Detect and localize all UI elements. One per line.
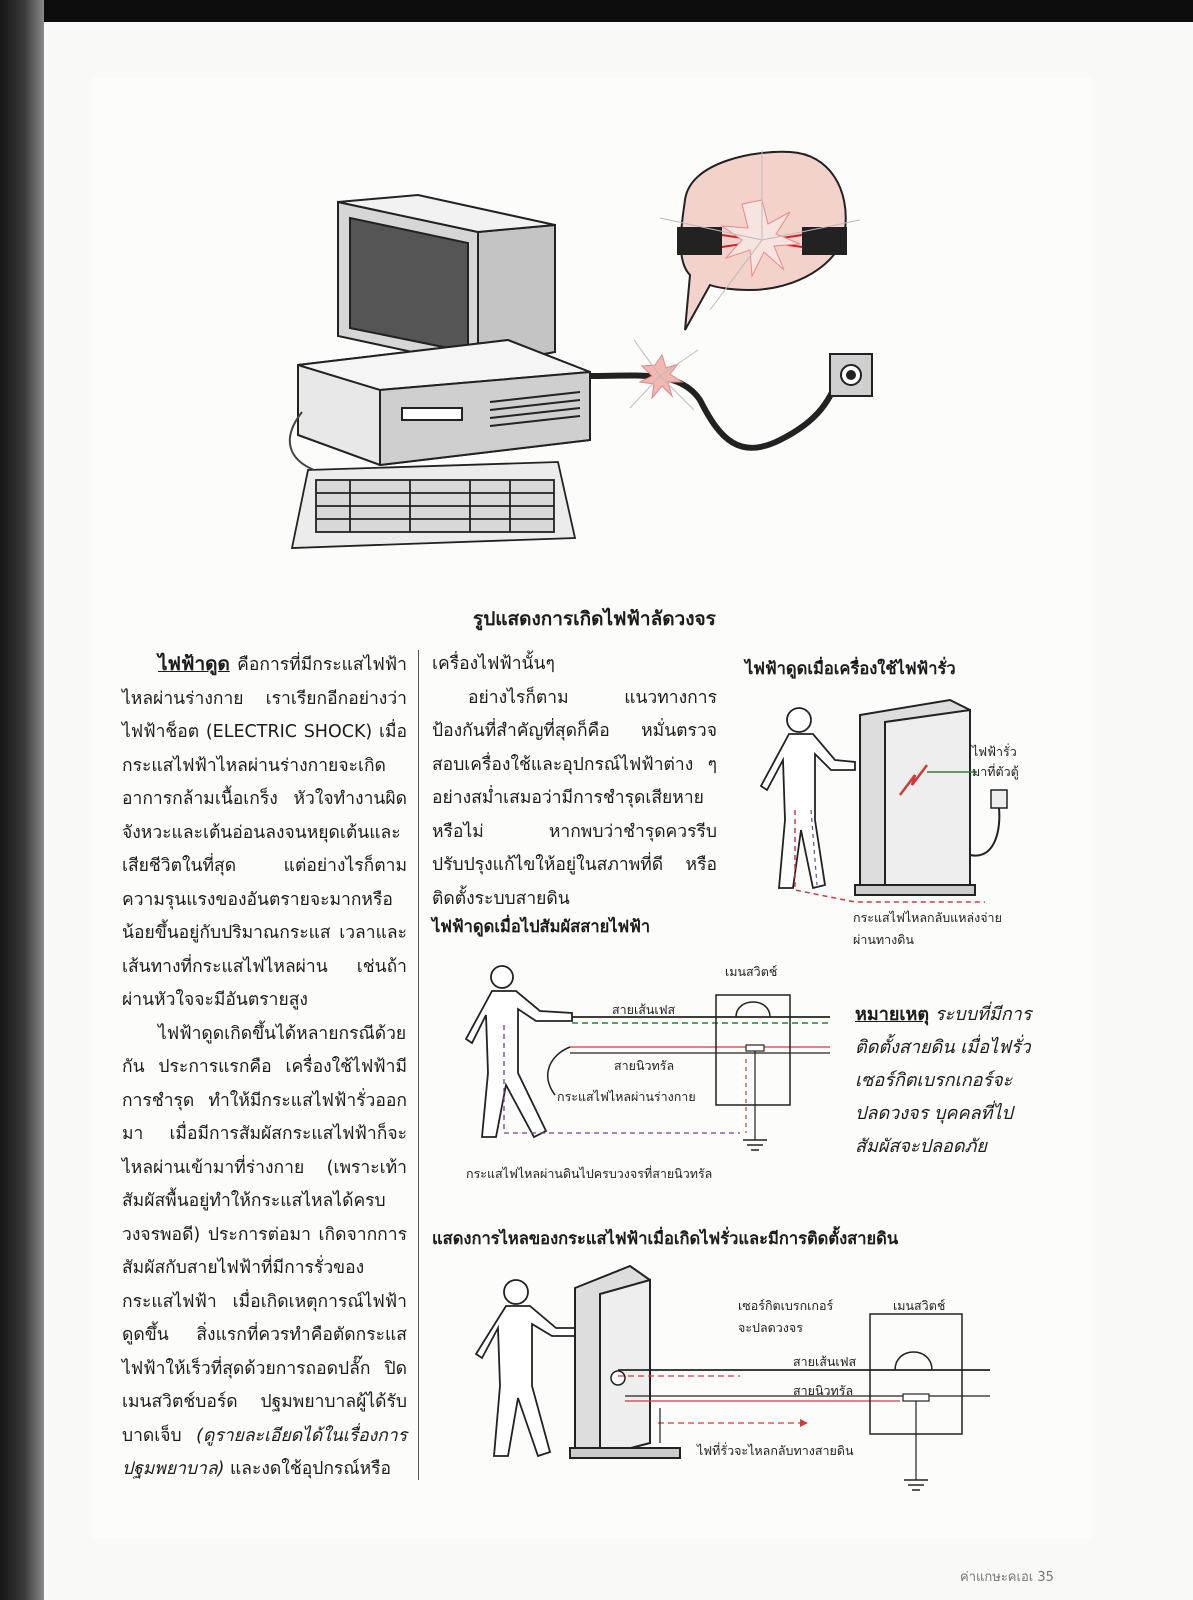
keyboard-icon <box>290 461 577 549</box>
mouse-cable <box>288 411 315 471</box>
scan-top-edge <box>0 0 1193 22</box>
body-current-label: กระแสไฟไหลผ่านร่างกาย <box>557 1089 696 1104</box>
safety-note: หมายเหตุ ระบบที่มีการติดตั้งสายดิน เมื่อ… <box>855 998 1035 1163</box>
body-column-1: ไฟฟ้าดูด คือการที่มีกระแสไฟฟ้าไหลผ่านร่า… <box>122 648 407 1487</box>
phase-wire-label: สายเส้นเฟส <box>612 1002 676 1017</box>
cabinet-icon <box>569 1264 681 1459</box>
phase-wire-label-2: สายเส้นเฟส <box>793 1354 857 1369</box>
leak-label-line2: มาที่ตัวตู้ <box>972 764 1019 779</box>
grounded-figure-title: แสดงการไหลของกระแสไฟฟ้าเมื่อเกิดไฟรั่วแล… <box>432 1229 899 1248</box>
grounded-system-diagram <box>474 1264 990 1491</box>
person-icon <box>474 1279 589 1458</box>
paragraph-definition: คือการที่มีกระแสไฟฟ้าไหลผ่านร่างกาย เราเ… <box>122 655 407 1010</box>
body-column-2: เครื่องไฟฟ้านั้นๆ อย่างไรก็ตาม แนวทางการ… <box>432 648 717 916</box>
main-switch-box <box>715 994 791 1106</box>
wall-socket-icon <box>829 353 873 397</box>
paragraph-causes-end: และงดใช้อุปกรณ์หรือ <box>229 1459 392 1479</box>
main-switch-label-2: เมนสวิตช์ <box>893 1298 946 1313</box>
short-circuit-zoom-bubble <box>659 150 861 331</box>
ground-symbol-icon <box>904 1479 928 1491</box>
return-label-line2: ผ่านทางดิน <box>853 932 914 947</box>
computer-case-icon <box>297 338 591 467</box>
note-text: ระบบที่มีการติดตั้งสายดิน เมื่อไฟรั่วเซอ… <box>855 1004 1032 1157</box>
neutral-wire-label: สายนิวทรัล <box>614 1058 675 1073</box>
neutral-wire-label-2: สายนิวทรัล <box>793 1383 854 1398</box>
leak-bolt-icon <box>899 764 928 796</box>
ground-return-label: ไฟที่รั่วจะไหลกลับทางสายดิน <box>697 1443 854 1458</box>
leak-label-line1: ไฟฟ้ารั่ว <box>972 744 1017 759</box>
first-aid-reference: (ดูรายละเอียดได้ในเรื่องการปฐมพยาบาล) <box>122 1425 407 1480</box>
cabinet-icon <box>854 698 976 897</box>
person-icon <box>759 707 856 890</box>
appliance-leak-diagram <box>759 698 1008 903</box>
spark-icon <box>629 339 699 411</box>
main-switch-label: เมนสวิตช์ <box>725 964 778 979</box>
ground-current-label: กระแสไฟไหลผ่านดินไปครบวงจรที่สายนิวทรัล <box>466 1166 713 1181</box>
wire-contact-diagram <box>464 965 830 1151</box>
wire-contact-figure-title: ไฟฟ้าดูดเมื่อไปสัมผัสสายไฟฟ้า <box>432 917 651 936</box>
page-folio: ค่าแกษะคเอเ 35 <box>960 1570 1054 1585</box>
power-cable <box>589 368 845 451</box>
lead-term: ไฟฟ้าดูด <box>158 653 230 675</box>
note-label: หมายเหตุ <box>855 1004 930 1025</box>
appliance-leak-figure-title: ไฟฟ้าดูดเมื่อเครื่องใช้ไฟฟ้ารั่ว <box>745 659 956 678</box>
paragraph-prevention: อย่างไรก็ตาม แนวทางการป้องกันที่สำคัญที่… <box>432 687 717 909</box>
person-icon <box>464 965 573 1139</box>
outlet-icon <box>990 789 1008 809</box>
paragraph-causes: ไฟฟ้าดูดเกิดขึ้นได้หลายกรณีด้วยกัน ประกา… <box>122 1023 407 1446</box>
return-label-line1: กระแสไฟไหลกลับแหล่งจ่าย <box>853 910 1002 925</box>
column2-continuation: เครื่องไฟฟ้านั้นๆ <box>432 654 555 674</box>
column-rule <box>418 650 419 1480</box>
breaker-label-line2: จะปลดวงจร <box>738 1320 803 1335</box>
main-figure-caption: รูปแสดงการเกิดไฟฟ้าลัดวงจร <box>473 608 716 630</box>
short-circuit-illustration <box>288 150 873 549</box>
breaker-label-line1: เซอร์กิตเบรกเกอร์ <box>738 1298 834 1313</box>
book-spine-shadow <box>0 0 44 1600</box>
ground-symbol-icon <box>743 1139 767 1151</box>
